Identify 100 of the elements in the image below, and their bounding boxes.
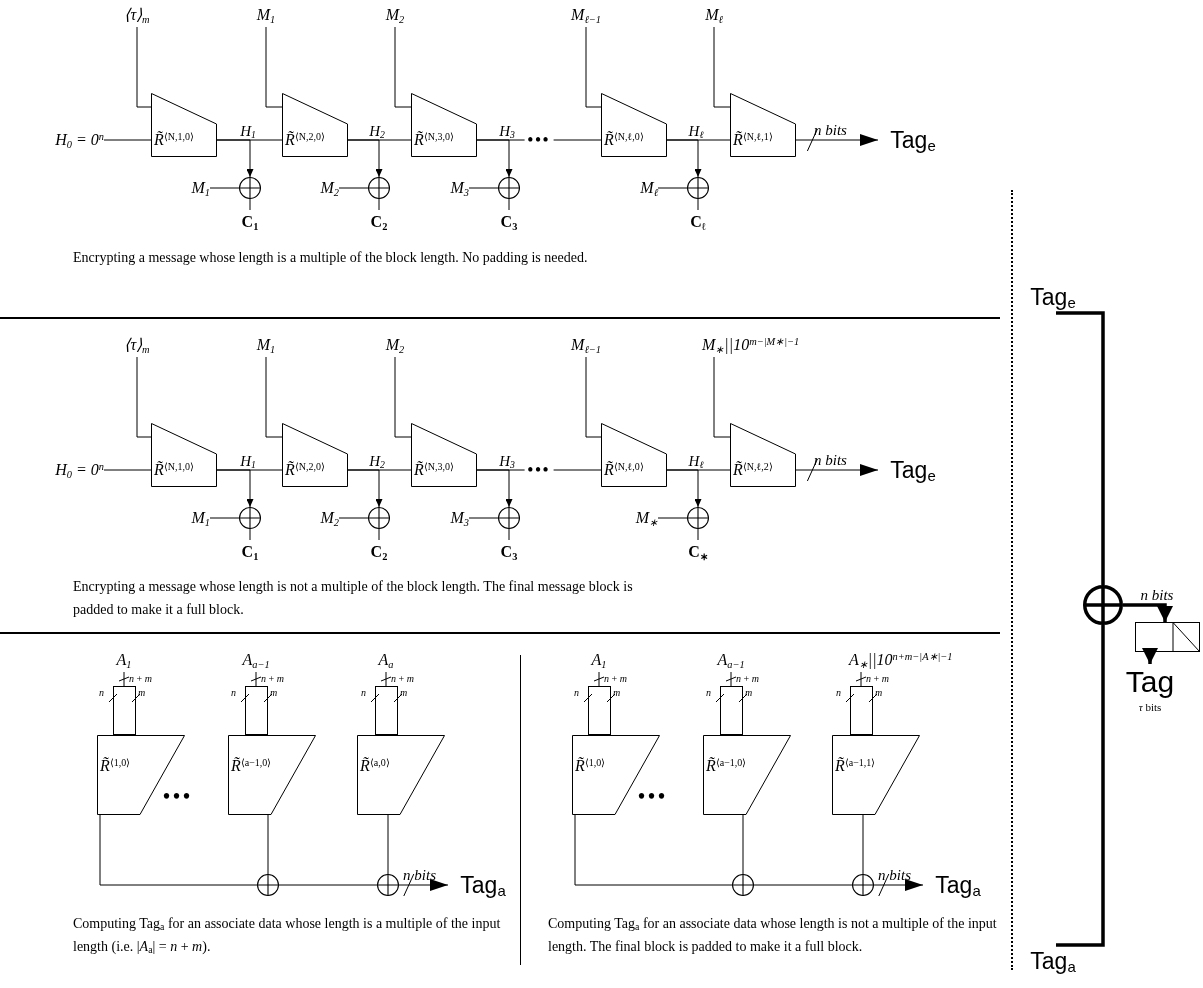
input-label: M$_{2}$ (360, 333, 430, 357)
caption: Encrypting a message whose length is not a multiple of the block length. The final message block is padded to make it a full block. (73, 578, 633, 619)
connector-line (249, 198, 251, 211)
connector-line (387, 814, 389, 875)
xor-symbol (1083, 585, 1123, 625)
tweakable-block-cipher (601, 423, 667, 487)
cipher-label: R̃$^{⟨a−1,0⟩}$ (231, 757, 272, 775)
connector-line (508, 528, 510, 541)
caption: Computing Tag$_{a}$ for an associate data whose length is not a multiple of the input length. The final block is padded to make it a full block. (548, 915, 998, 956)
bit-length-label: τ bits (1137, 702, 1163, 713)
input-label: ⟨τ⟩$_{m}$ (102, 333, 172, 357)
cipher-label: R̃$^{⟨1,0⟩}$ (100, 757, 131, 775)
connector-line (860, 671, 862, 687)
message-label: M$_{2}$ (287, 506, 339, 530)
connector-line (216, 469, 283, 471)
tweakable-block-cipher (151, 93, 217, 157)
arrow (476, 139, 513, 178)
edge-label: n bits (878, 868, 912, 883)
connector-line (99, 814, 258, 886)
data-label: A$_{∗}$||10$^{n+m−|A∗|−1}$ (849, 648, 1019, 672)
connector-line (209, 517, 240, 519)
connector-line (697, 528, 699, 541)
edge-label: H$_{2}$ (369, 454, 385, 469)
connector-line (136, 356, 152, 438)
tag-label: Tag$_{e}$ (878, 454, 948, 486)
input-label: ⟨τ⟩$_{m}$ (102, 3, 172, 27)
xor-symbol (732, 874, 754, 896)
split-register (375, 686, 398, 735)
cipher-label: R̃$^{⟨N,3,0⟩}$ (414, 461, 454, 479)
input-label: M$_{ℓ}$ (679, 3, 749, 27)
tweakable-block-cipher (282, 423, 348, 487)
tag-label: Tag$_{a}$ (923, 869, 993, 901)
connector-line (394, 356, 412, 438)
tweakable-block-cipher (730, 423, 796, 487)
arrow (347, 139, 383, 178)
edge-label: n bits (403, 868, 437, 883)
ciphertext-label: C$_{1}$ (230, 210, 270, 234)
tweakable-block-cipher (151, 423, 217, 487)
arrow (1142, 648, 1158, 664)
connector-line (103, 469, 152, 471)
ciphertext-label: C$_{∗}$ (678, 540, 718, 564)
connector-line (347, 469, 412, 471)
bus-width-label: n (706, 688, 712, 698)
input-label: M$_{1}$ (231, 3, 301, 27)
connector-line (123, 671, 125, 687)
ciphertext-label: C$_{ℓ}$ (678, 210, 718, 234)
cipher-label: R̃$^{⟨N,2,0⟩}$ (285, 461, 325, 479)
tag-label: Tag$_{a}$ (1026, 945, 1080, 977)
tweakable-block-cipher (411, 423, 477, 487)
caption: Computing Tag$_{a}$ for an associate data whose length is a multiple of the input length (i.e. |A$_{a}$| = n + m). (73, 915, 502, 958)
connector-line (103, 139, 152, 141)
connector-line (216, 139, 283, 141)
input-label: M$_{1}$ (231, 333, 301, 357)
connector-line (585, 26, 602, 108)
connector-line (265, 356, 283, 438)
tweakable-block-cipher (411, 93, 477, 157)
connector-line (385, 671, 387, 687)
connector-line (713, 356, 731, 438)
message-label: M$_{2}$ (287, 176, 339, 200)
connector-line (508, 198, 510, 211)
input-label: M$_{2}$ (360, 3, 430, 27)
message-label: M$_{ℓ}$ (606, 176, 658, 200)
arrow (873, 879, 924, 891)
connector-line (1056, 625, 1105, 947)
input-label: M$_{ℓ−1}$ (551, 333, 621, 357)
tweakable-block-cipher (282, 93, 348, 157)
xor-symbol (377, 874, 399, 896)
tag-label: Tag (1118, 664, 1182, 700)
edge-label: H$_{2}$ (369, 124, 385, 139)
split-register (720, 686, 743, 735)
ciphertext-label: C$_{2}$ (359, 540, 399, 564)
initial-value-label: H$_{0}$ = 0$^{n}$ (10, 128, 104, 152)
connector-line (255, 671, 257, 687)
cipher-label: R̃$^{⟨N,ℓ,2⟩}$ (733, 461, 773, 479)
connector-line (338, 187, 369, 189)
connector-line (574, 814, 733, 886)
edge-label: H$_{3}$ (499, 454, 515, 469)
connector-line (136, 26, 152, 108)
arrow (666, 139, 702, 178)
arrow (476, 469, 513, 508)
xor-symbol (498, 177, 520, 199)
ellipsis: ••• (638, 786, 669, 806)
edge-label: n + m (391, 674, 414, 684)
tag-label: Tag$_{e}$ (878, 124, 948, 156)
edge-label: n bits (813, 453, 847, 468)
connector-line (394, 26, 412, 108)
message-label: M$_{1}$ (158, 176, 210, 200)
cipher-label: R̃$^{⟨N,3,0⟩}$ (414, 131, 454, 149)
bus-width-label: n (574, 688, 580, 698)
connector-line (713, 26, 731, 108)
ciphertext-label: C$_{1}$ (230, 540, 270, 564)
arrow (347, 469, 383, 508)
tweakable-block-cipher (832, 735, 920, 815)
edge-label: n + m (261, 674, 284, 684)
message-label: M$_{∗}$ (606, 506, 658, 530)
edge-label: H$_{1}$ (240, 124, 256, 139)
arrow (795, 464, 879, 476)
connector-line (753, 884, 853, 886)
arrow (216, 469, 254, 508)
message-label: M$_{3}$ (417, 506, 469, 530)
